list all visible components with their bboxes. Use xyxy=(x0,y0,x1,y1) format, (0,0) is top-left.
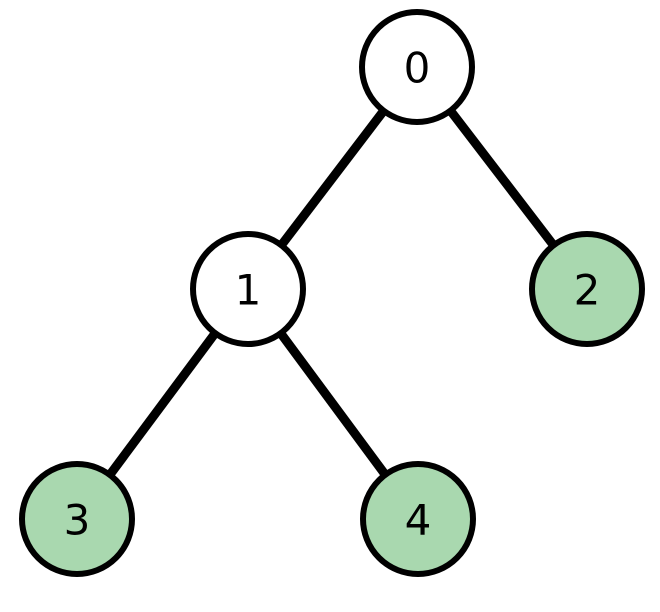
tree-node-4[interactable]: 4 xyxy=(360,461,476,577)
node-label-1: 1 xyxy=(235,266,262,315)
edges-layer xyxy=(73,64,591,522)
node-circle-3[interactable] xyxy=(19,461,135,577)
nodes-layer: 0 1 2 3 4 xyxy=(19,9,645,577)
tree-node-1[interactable]: 1 xyxy=(190,231,306,347)
tree-node-3[interactable]: 3 xyxy=(19,461,135,577)
node-label-3: 3 xyxy=(64,496,91,545)
tree-node-2[interactable]: 2 xyxy=(529,231,645,347)
node-label-0: 0 xyxy=(404,44,431,93)
node-circle-0[interactable] xyxy=(359,9,475,125)
node-label-4: 4 xyxy=(405,496,432,545)
node-label-2: 2 xyxy=(574,266,601,315)
node-circle-2[interactable] xyxy=(529,231,645,347)
node-circle-1[interactable] xyxy=(190,231,306,347)
tree-node-0[interactable]: 0 xyxy=(359,9,475,125)
node-circle-4[interactable] xyxy=(360,461,476,577)
